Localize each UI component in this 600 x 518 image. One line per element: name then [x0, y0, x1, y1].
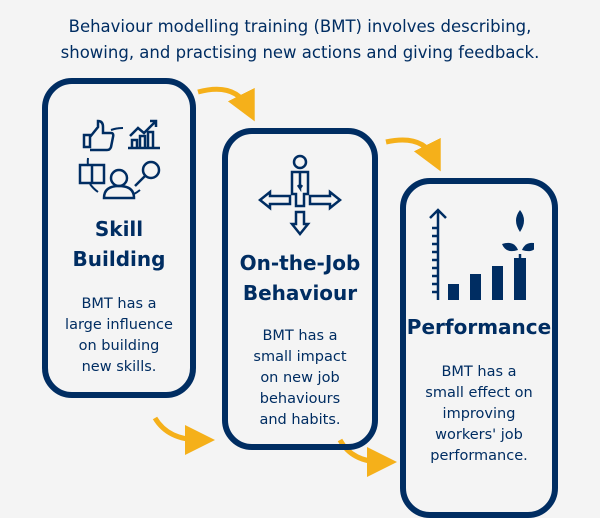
intro-text: Behaviour modelling training (BMT) invol… [0, 14, 600, 66]
stage-desc-line: BMT has a [441, 364, 517, 380]
flow-arrows [152, 86, 441, 477]
stage-desc-line: performance. [430, 448, 528, 464]
person-directions-icon [258, 154, 342, 236]
stage-title: Skill [94, 217, 144, 241]
growth-chart-icon [429, 208, 534, 300]
stage-on-the-job-behaviour: On-the-Job Behaviour BMT has a small imp… [222, 128, 378, 450]
stage-desc-line: improving [442, 406, 516, 422]
arrow-icon [337, 438, 397, 477]
intro-line-2: showing, and practising new actions and … [60, 43, 540, 62]
arrow-icon [152, 416, 215, 455]
stage-title: Building [72, 247, 166, 271]
stage-desc-line: small effect on [425, 385, 533, 401]
stage-desc-line: and habits. [259, 412, 341, 428]
intro-line-1: Behaviour modelling training (BMT) invol… [68, 17, 532, 36]
stage-desc-line: BMT has a [262, 328, 338, 344]
stage-title: On-the-Job [239, 251, 361, 275]
stage-desc-line: BMT has a [81, 296, 157, 312]
arrow-icon [197, 86, 255, 122]
stage-desc-line: on building [78, 338, 160, 354]
stage-desc-line: on new job [260, 370, 340, 386]
stage-title: Performance [406, 315, 552, 339]
stage-desc-line: behaviours [259, 391, 341, 407]
stage-desc-line: new skills. [81, 359, 157, 375]
stage-performance: Performance BMT has a small effect on im… [400, 178, 558, 518]
skills-cycle-icon [78, 119, 161, 200]
stage-title: Behaviour [242, 281, 358, 305]
stage-desc-line: small impact [253, 349, 347, 365]
arrow-icon [385, 137, 441, 172]
stage-skill-building: Skill Building BMT has a large influence… [42, 78, 196, 398]
stage-desc-line: large influence [65, 317, 173, 333]
stage-desc-line: workers' job [435, 427, 523, 443]
